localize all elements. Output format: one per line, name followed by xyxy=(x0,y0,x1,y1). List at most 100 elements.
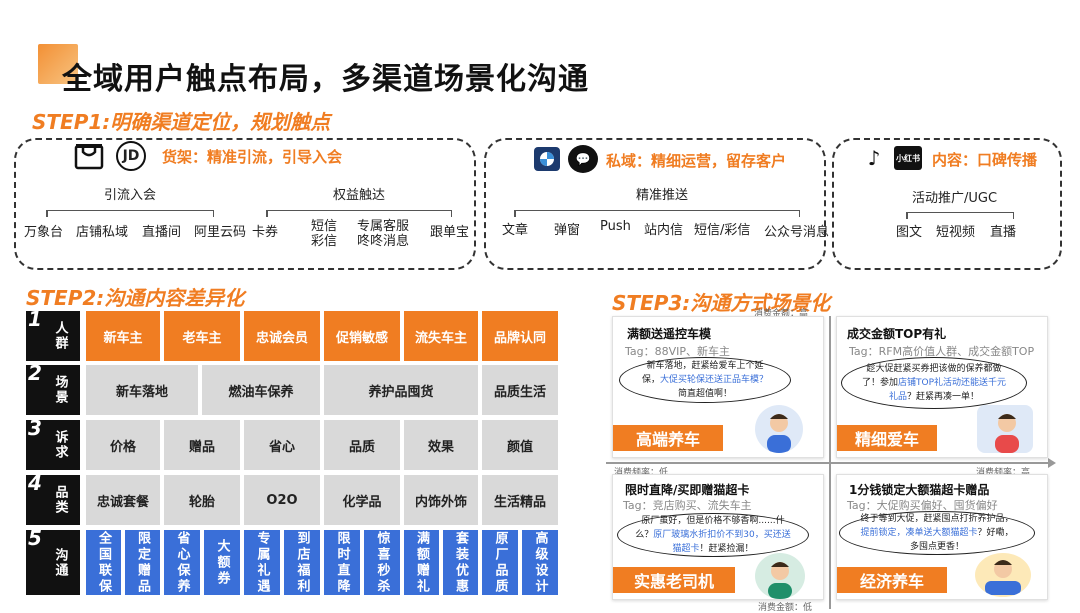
card-tag: Tag：RFM高价值人群、成交金额TOP xyxy=(849,345,1035,358)
group-label-ugc: 活动推广/UGC xyxy=(912,191,998,206)
xiaohongshu-icon: 小红书 xyxy=(894,146,922,170)
need-cell: 品质 xyxy=(324,420,400,470)
content-item: 图文 xyxy=(896,225,923,240)
driver-avatar xyxy=(975,553,1031,597)
communication-cell: 限定赠品 xyxy=(125,530,160,595)
card-title: 限时直降/买即赠猫超卡 xyxy=(625,483,750,497)
axis-label-top: 消费金额：高 xyxy=(754,309,809,319)
ugc-bracket xyxy=(906,212,1014,219)
need-cell: 价格 xyxy=(86,420,160,470)
communication-cell: 到店福利 xyxy=(284,530,320,595)
shelf-item: 卡券 xyxy=(252,225,279,240)
private-label: 私域：精细运营，留存客户 xyxy=(606,152,787,170)
communication-cell: 惊喜秒杀 xyxy=(364,530,400,595)
card-title: 1分钱锁定大额猫超卡赠品 xyxy=(849,483,990,497)
shelf-item: 短信 彩信 xyxy=(311,219,338,249)
rights-bracket xyxy=(266,210,452,217)
shelf-item: 跟单宝 xyxy=(430,225,470,240)
shelf-item: 专属客服 咚咚消息 xyxy=(357,219,410,249)
scenario-card-premium: 满额送遥控车模 Tag：88VIP、新车主 新车落地，赶紧给爱车上个延保，大促买… xyxy=(612,316,824,458)
speech-bubble: 趁大促赶紧买券把该做的保养都做了！参加店铺TOP礼活动还能送千元礼品？赶紧再凑一… xyxy=(841,357,1027,409)
group-label-lead: 引流入会 xyxy=(104,188,157,203)
need-cell: 赠品 xyxy=(164,420,240,470)
scenario-card-economy: 1分钱锁定大额猫超卡赠品 Tag：大促购买偏好、囤货偏好 终于等到大促，赶紧囤点… xyxy=(836,474,1048,600)
axis-label-left: 消费频率：低 xyxy=(614,468,669,478)
communication-cell: 原厂品质 xyxy=(482,530,518,595)
driver-avatar xyxy=(755,405,803,453)
persona-button: 经济养车 xyxy=(837,567,947,593)
step2-heading: STEP2:沟通内容差异化 xyxy=(26,286,245,310)
private-item: 文章 xyxy=(502,223,529,238)
private-item: Push xyxy=(600,219,631,234)
shelf-panel xyxy=(14,138,476,270)
audience-cell: 新车主 xyxy=(86,311,160,361)
communication-cell: 专属礼遇 xyxy=(244,530,280,595)
speech-bubble: 终于等到大促，赶紧囤点打折养护品，提前锁定，凑单送大额猫超卡？好嘞，多囤点更香！ xyxy=(839,511,1035,555)
scenario-card-thrifty: 限时直降/买即赠猫超卡 Tag：竞店购买、流失车主 原厂虽好，但是价格不够香啊.… xyxy=(612,474,824,600)
x-axis-arrow xyxy=(1048,458,1056,468)
audience-cell: 流失车主 xyxy=(404,311,478,361)
content-item: 直播 xyxy=(990,225,1017,240)
audience-cell: 促销敏感 xyxy=(324,311,400,361)
communication-cell: 限时直降 xyxy=(324,530,360,595)
category-cell: 生活精品 xyxy=(482,475,558,525)
communication-cell: 全国联保 xyxy=(86,530,121,595)
scene-cell: 品质生活 xyxy=(482,365,558,415)
driver-avatar xyxy=(755,553,805,599)
private-panel xyxy=(484,138,826,270)
scene-cell: 养护品囤货 xyxy=(324,365,478,415)
private-item: 公众号消息 xyxy=(764,225,830,240)
need-cell: 效果 xyxy=(404,420,478,470)
page-title: 全域用户触点布局，多渠道场景化沟通 xyxy=(62,62,589,97)
persona-button: 精细爱车 xyxy=(837,425,937,451)
bmw-app-icon xyxy=(534,147,560,171)
group-label-push: 精准推送 xyxy=(636,188,689,203)
audience-cell: 忠诚会员 xyxy=(244,311,320,361)
scenario-card-refined: 成交金额TOP有礼 Tag：RFM高价值人群、成交金额TOP 趁大促赶紧买券把该… xyxy=(836,316,1048,458)
category-cell: 轮胎 xyxy=(164,475,240,525)
jd-icon: JD xyxy=(116,141,146,171)
card-tag: Tag：大促购买偏好、囤货偏好 xyxy=(847,499,998,512)
category-cell: 化学品 xyxy=(324,475,400,525)
step3-heading: STEP3:沟通方式场景化 xyxy=(612,291,831,315)
axis-label-bottom: 消费金额：低 xyxy=(758,603,813,613)
douyin-icon: ♪ xyxy=(867,146,881,170)
need-cell: 省心 xyxy=(244,420,320,470)
shelf-item: 万象台 xyxy=(24,225,64,240)
push-bracket xyxy=(514,210,800,217)
category-cell: 内饰外饰 xyxy=(404,475,478,525)
category-cell: O2O xyxy=(244,475,320,525)
title-accent-square xyxy=(38,44,78,84)
shelf-label: 货架：精准引流，引导入会 xyxy=(162,148,343,166)
step1-heading: STEP1:明确渠道定位，规划触点 xyxy=(32,110,331,134)
content-panel xyxy=(832,138,1062,270)
private-item: 站内信 xyxy=(644,223,684,238)
speech-bubble: 原厂虽好，但是价格不够香啊......什么？原厂玻璃水折扣价不到30，买还送猫超… xyxy=(617,513,809,557)
card-title: 成交金额TOP有礼 xyxy=(847,327,947,341)
driver-avatar xyxy=(977,405,1033,453)
shelf-item: 阿里云码 xyxy=(194,225,247,240)
card-tag: Tag：竞店购买、流失车主 xyxy=(623,499,752,512)
content-item: 短视频 xyxy=(936,225,976,240)
private-item: 弹窗 xyxy=(554,223,581,238)
persona-button: 高端养车 xyxy=(613,425,723,451)
communication-cell: 满额赠礼 xyxy=(404,530,439,595)
chat-icon: 💬 xyxy=(568,145,598,173)
private-item: 短信/彩信 xyxy=(694,223,751,238)
group-label-rights: 权益触达 xyxy=(333,188,386,203)
tmall-bag-icon xyxy=(74,142,104,170)
audience-cell: 品牌认同 xyxy=(482,311,558,361)
lead-bracket xyxy=(46,210,214,217)
communication-cell: 高级设计 xyxy=(522,530,558,595)
scene-cell: 新车落地 xyxy=(86,365,198,415)
shelf-item: 店铺私域 xyxy=(76,225,129,240)
scene-cell: 燃油车保养 xyxy=(202,365,320,415)
audience-cell: 老车主 xyxy=(164,311,240,361)
category-cell: 忠诚套餐 xyxy=(86,475,160,525)
card-tag: Tag：88VIP、新车主 xyxy=(625,345,731,358)
